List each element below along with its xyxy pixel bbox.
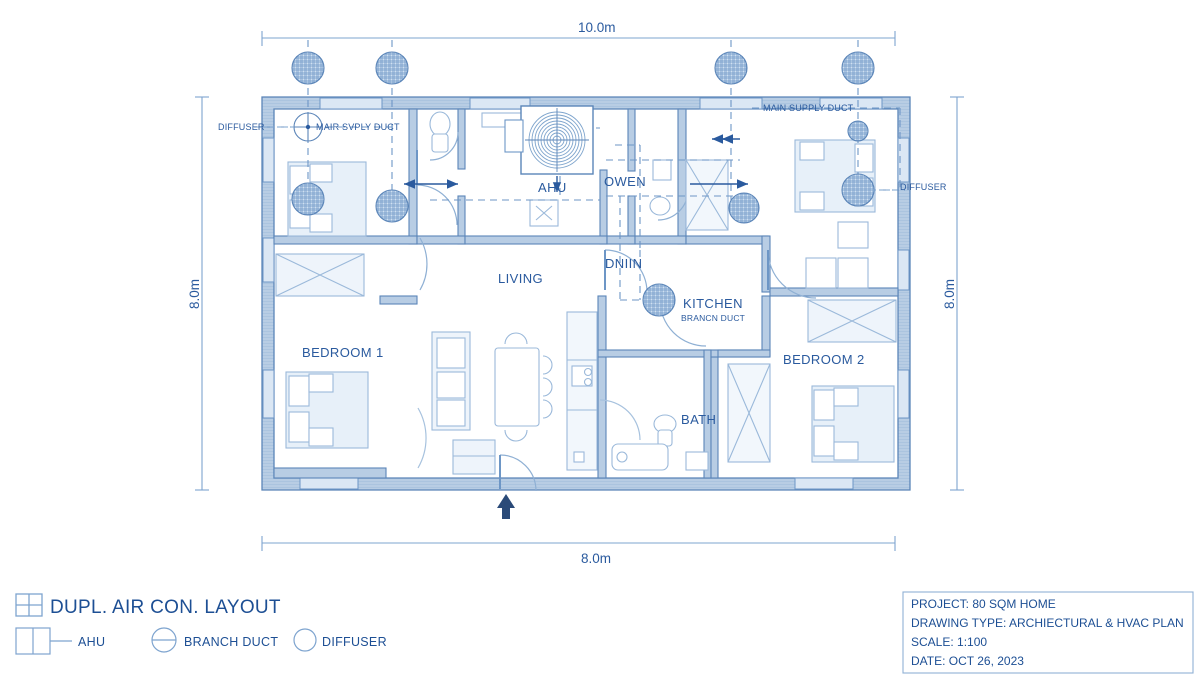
title-block-line-4: DATE: OCT 26, 2023 (911, 654, 1024, 668)
bedroom2-label: BEDROOM 2 (783, 352, 865, 367)
ahu-label: AHU (538, 180, 567, 195)
ahu-box-icon (15, 627, 51, 655)
title-block-line-1: PROJECT: 80 SQM HOME (911, 597, 1056, 611)
dining-label: DNIIN (605, 256, 642, 271)
diffuser-icon (728, 192, 760, 224)
main-supply-duct-node (293, 112, 323, 142)
diffuser-icon (642, 283, 676, 317)
main-supply-duct-right-label: MAIN SUPPLY DUCT (763, 103, 854, 113)
furniture (275, 111, 897, 475)
exterior-walls (261, 96, 911, 491)
dimension-left-label: 8.0m (187, 279, 202, 309)
legend-label-diffuser: DIFFUSER (322, 635, 387, 649)
door-leaves (416, 150, 769, 489)
bedroom1-label: BEDROOM 1 (302, 345, 384, 360)
diffuser-circle-icon (293, 628, 317, 652)
legend-item-diffuser: DIFFUSER (293, 628, 387, 652)
dimension-bottom: 8.0m (261, 536, 896, 566)
legend: DUPL. AIR CON. LAYOUT AHU BRANCH DUCT DI… (15, 593, 387, 655)
kitchen-label: KITCHEN (683, 296, 743, 311)
dimension-left: 8.0m (187, 96, 209, 491)
dimension-right: 8.0m (942, 96, 964, 491)
diffusers (291, 51, 875, 317)
diffuser-icon (841, 51, 875, 85)
bath-label: BATH (681, 412, 716, 427)
annotation-labels: DIFFUSER MAIR SVPLY DUCT MAIN SUPPLY DUC… (218, 103, 947, 323)
diffuser-icon (847, 120, 869, 142)
title-block-line-2: DRAWING TYPE: ARCHIECTURAL & HVAC PLAN (911, 616, 1184, 630)
entry-arrow-icon (497, 494, 515, 519)
diffuser-icon (714, 51, 748, 85)
duct-flow-arrows (404, 134, 748, 189)
interior-walls (273, 108, 899, 479)
legend-item-ahu: AHU (15, 627, 105, 655)
diffuser-icon (841, 173, 875, 207)
dimension-top-label: 10.0m (578, 20, 616, 35)
living-label: LIVING (498, 271, 543, 286)
legend-label-ahu: AHU (78, 635, 105, 649)
oven-label: OWEN (604, 174, 646, 189)
dimension-top: 10.0m (261, 20, 896, 46)
legend-item-branch-duct: BRANCH DUCT (151, 627, 278, 653)
main-supply-duct-left-label: MAIR SVPLY DUCT (316, 122, 400, 132)
diffuser-icon (291, 51, 325, 85)
title-block-line-3: SCALE: 1:100 (911, 635, 987, 649)
legend-title-icon (15, 593, 43, 617)
ahu-fan-icon (525, 108, 589, 172)
diffuser-icon (375, 189, 409, 223)
diffuser-right-label: DIFFUSER (900, 182, 947, 192)
ahu-unit: AHU (504, 105, 594, 195)
diffuser-icon (375, 51, 409, 85)
dimension-bottom-label: 8.0m (581, 551, 611, 566)
title-block: PROJECT: 80 SQM HOME DRAWING TYPE: ARCHI… (902, 591, 1194, 674)
legend-title: DUPL. AIR CON. LAYOUT (50, 597, 281, 618)
diffuser-icon (291, 182, 325, 216)
room-labels: BEDROOM 1 BEDROOM 2 LIVING KITCHEN DNIIN… (302, 174, 865, 427)
diffuser-left-label: DIFFUSER (218, 122, 265, 132)
dimension-right-label: 8.0m (942, 279, 957, 309)
branch-duct-circle-icon (151, 627, 177, 653)
legend-label-branch-duct: BRANCH DUCT (184, 635, 278, 649)
branch-duct-label: BRANCN DUCT (681, 313, 745, 323)
